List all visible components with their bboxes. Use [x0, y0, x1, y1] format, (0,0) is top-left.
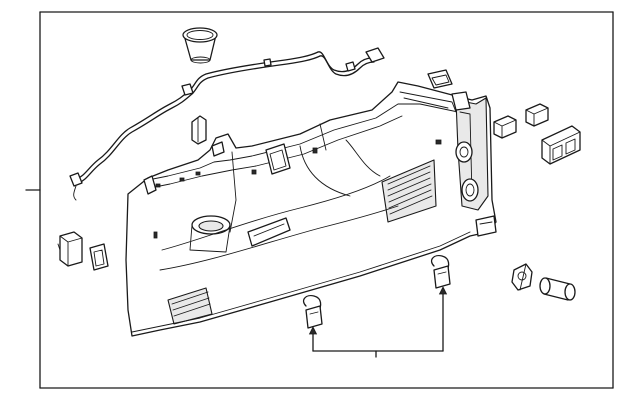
switch-cap-left	[493, 115, 517, 139]
tie-down-hook-left	[302, 294, 323, 329]
wiring-harness	[69, 47, 385, 201]
power-outlet	[511, 263, 533, 291]
trim-bezel-top	[427, 69, 453, 89]
quarter-trim-panel	[125, 81, 497, 337]
outlet-cap	[539, 277, 576, 301]
side-switch-bezel	[89, 243, 109, 271]
tie-down-hook-right	[430, 254, 451, 289]
switch-bezel-dual	[541, 125, 581, 165]
retainer-clip-upper	[191, 115, 207, 145]
switch-cap-right	[525, 103, 549, 127]
diagram-frame	[39, 11, 614, 389]
side-switch	[57, 231, 83, 267]
hook-callout-bracket	[308, 286, 448, 358]
cup-holder-insert	[182, 27, 218, 64]
